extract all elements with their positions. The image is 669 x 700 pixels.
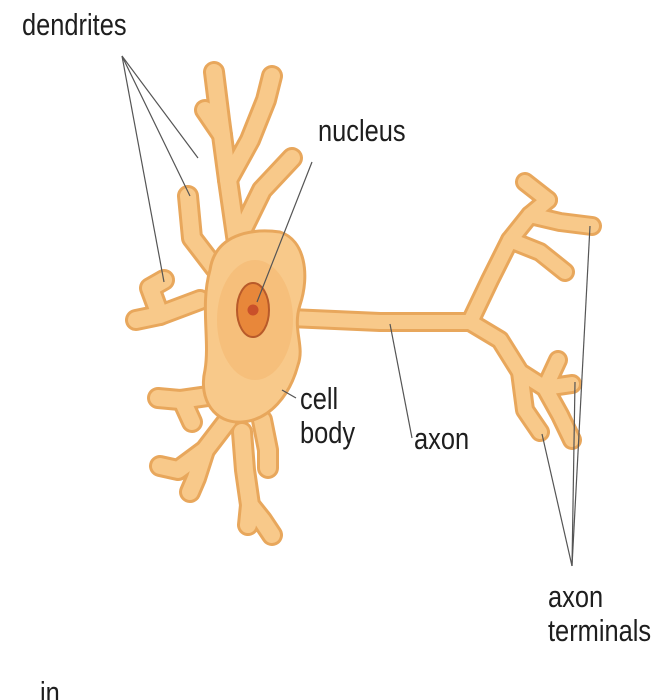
label-dendrites-text: dendrites (22, 7, 127, 42)
label-cell-body-line1: cell (300, 382, 355, 416)
label-axon-terminals-line2: terminals (548, 614, 651, 648)
label-cell-body: cell body (300, 382, 355, 450)
pointer-axon (390, 324, 412, 438)
label-axon-text: axon (414, 421, 469, 456)
label-nucleus-text: nucleus (318, 113, 406, 148)
label-nucleus: nucleus (318, 114, 406, 148)
label-axon: axon (414, 422, 469, 456)
pointer-axon-terminals-c (542, 434, 572, 566)
pointer-dendrites-c (122, 56, 164, 282)
label-cell-body-line2: body (300, 416, 355, 450)
label-axon-terminals: axon terminals (548, 580, 651, 648)
footer-text: in (40, 675, 60, 700)
footer-text-fragment: in (40, 676, 60, 700)
label-axon-terminals-line1: axon (548, 580, 651, 614)
pointer-dendrites-b (122, 56, 190, 196)
nucleolus (248, 305, 259, 316)
label-dendrites: dendrites (22, 8, 127, 42)
pointer-dendrites-a (122, 56, 198, 158)
